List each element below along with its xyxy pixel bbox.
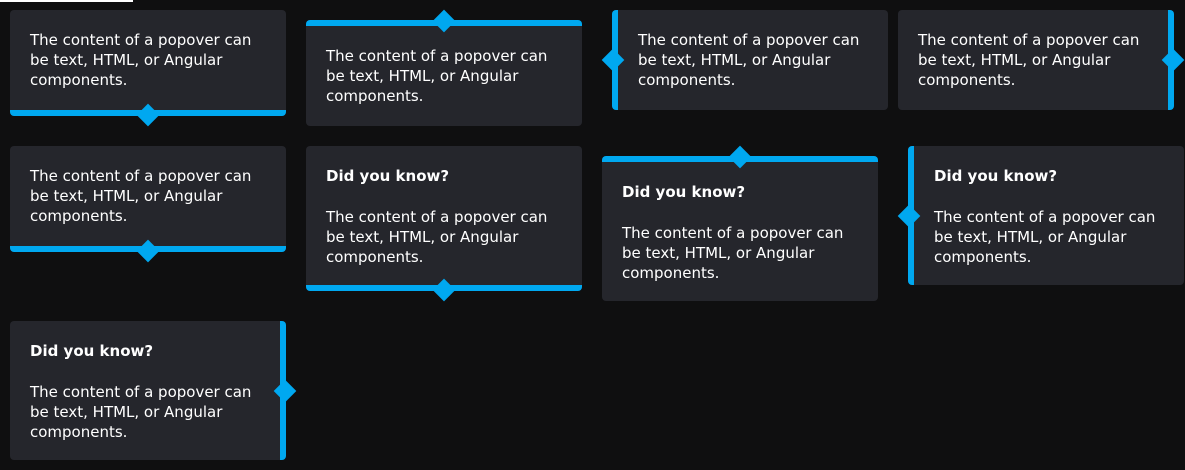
popover-top-1: The content of a popover can be text, HT… bbox=[306, 9, 582, 126]
popover-bottom-titled: Did you know? The content of a popover c… bbox=[306, 146, 582, 302]
top-indicator-bar bbox=[0, 0, 133, 2]
popover-content: The content of a popover can be text, HT… bbox=[326, 208, 548, 266]
popover-content: The content of a popover can be text, HT… bbox=[326, 47, 548, 105]
arrow-right-icon bbox=[273, 379, 297, 402]
popover-top-titled: Did you know? The content of a popover c… bbox=[602, 145, 878, 301]
popover-content: The content of a popover can be text, HT… bbox=[30, 31, 252, 89]
arrow-up-icon bbox=[432, 9, 456, 33]
popover-content: The content of a popover can be text, HT… bbox=[638, 31, 860, 89]
popover-right-titled: Did you know? The content of a popover c… bbox=[10, 321, 297, 460]
arrow-down-icon bbox=[432, 278, 456, 302]
popover-content: The content of a popover can be text, HT… bbox=[934, 208, 1156, 266]
popover-title: Did you know? bbox=[326, 167, 450, 185]
arrow-left-icon bbox=[601, 48, 625, 72]
arrow-down-icon bbox=[136, 103, 160, 127]
popover-left-1: The content of a popover can be text, HT… bbox=[601, 10, 888, 110]
popover-bottom-2: The content of a popover can be text, HT… bbox=[10, 146, 286, 263]
popover-title: Did you know? bbox=[622, 183, 746, 201]
arrow-down-icon bbox=[136, 239, 160, 263]
popover-content: The content of a popover can be text, HT… bbox=[30, 167, 252, 225]
popover-content: The content of a popover can be text, HT… bbox=[918, 31, 1140, 89]
arrow-up-icon bbox=[728, 145, 752, 169]
popover-title: Did you know? bbox=[934, 167, 1058, 185]
popover-title: Did you know? bbox=[30, 342, 154, 360]
arrow-right-icon bbox=[1161, 48, 1185, 72]
popover-left-titled: Did you know? The content of a popover c… bbox=[897, 146, 1184, 285]
popover-right-1: The content of a popover can be text, HT… bbox=[898, 10, 1185, 110]
popover-bottom-1: The content of a popover can be text, HT… bbox=[10, 10, 286, 127]
arrow-left-icon bbox=[897, 204, 921, 227]
popover-content: The content of a popover can be text, HT… bbox=[30, 383, 252, 441]
popover-content: The content of a popover can be text, HT… bbox=[622, 224, 844, 282]
